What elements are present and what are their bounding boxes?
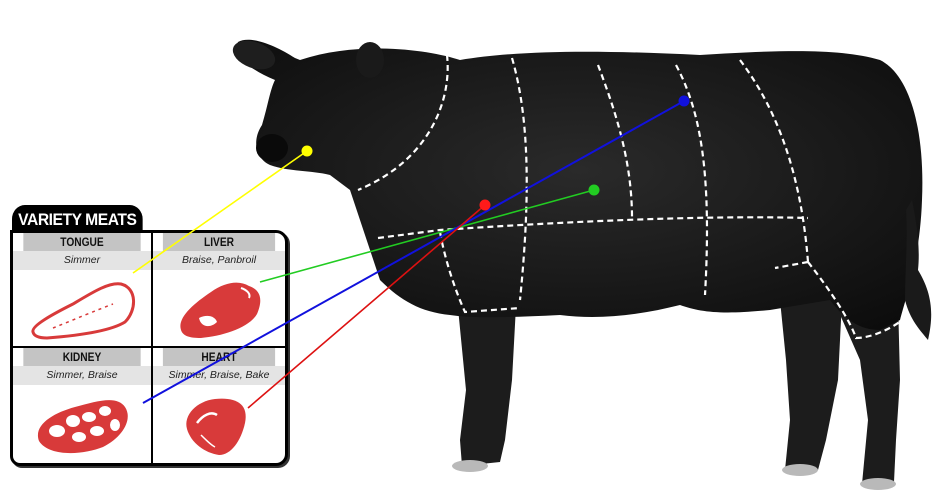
cooking-method: Simmer bbox=[13, 251, 151, 270]
variety-meats-panel: VARIETY MEATS TONGUE Simmer LIVER Braise… bbox=[10, 205, 288, 466]
cooking-method: Braise, Panbroil bbox=[153, 251, 285, 270]
cow-muzzle bbox=[256, 134, 288, 162]
cut-name: TONGUE bbox=[23, 233, 141, 251]
kidney-icon bbox=[37, 400, 128, 454]
cow-ear-right bbox=[356, 42, 384, 78]
hooves bbox=[452, 460, 896, 490]
cut-name: KIDNEY bbox=[23, 348, 141, 366]
cooking-method: Simmer, Braise bbox=[13, 366, 151, 385]
variety-meats-grid: TONGUE Simmer LIVER Braise, Panbroil KID… bbox=[10, 230, 288, 466]
cell-kidney: KIDNEY Simmer, Braise bbox=[13, 348, 153, 463]
cow-tail bbox=[905, 200, 932, 340]
heart-icon bbox=[186, 398, 246, 455]
liver-icon bbox=[180, 282, 261, 338]
cell-tongue: TONGUE Simmer bbox=[13, 233, 153, 348]
cut-name: LIVER bbox=[162, 233, 276, 251]
cow-legs bbox=[458, 300, 900, 484]
cow-ear-left bbox=[232, 40, 276, 70]
cut-name: HEART bbox=[162, 348, 276, 366]
cell-heart: HEART Simmer, Braise, Bake bbox=[153, 348, 285, 463]
cow-body bbox=[236, 39, 923, 331]
tongue-icon bbox=[31, 282, 135, 340]
cooking-method: Simmer, Braise, Bake bbox=[153, 366, 285, 385]
cell-liver: LIVER Braise, Panbroil bbox=[153, 233, 285, 348]
